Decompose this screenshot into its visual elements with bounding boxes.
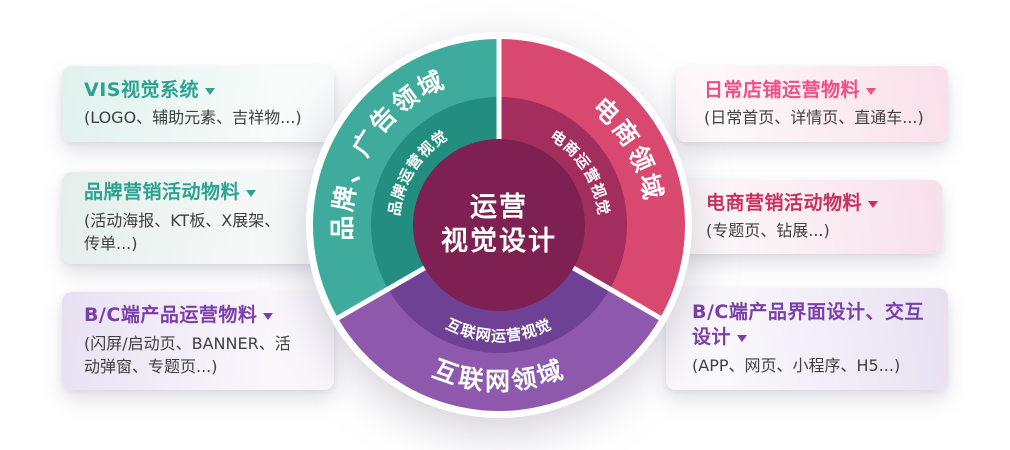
card-title: VIS视觉系统 — [84, 78, 199, 101]
card-subtitle: (闪屏/启动页、BANNER、活动弹窗、专题页...) — [84, 334, 291, 376]
center-circle — [413, 139, 585, 311]
center-title-line2: 视觉设计 — [441, 226, 557, 257]
card-title-row: 电商营销活动物料 — [706, 191, 928, 216]
card-bc-product-ui-design: B/C端产品界面设计、交互设计 (APP、网页、小程序、H5...) — [666, 288, 948, 390]
donut-diagram: 品牌、广告领域 电商领域 互联网领域 品牌运营视觉 电商运营视觉 互联网运营视觉… — [306, 32, 692, 418]
card-title: 电商营销活动物料 — [706, 191, 863, 214]
center-title-line1: 运营 — [470, 192, 528, 223]
card-title-row: B/C端产品运营物料 — [84, 303, 320, 328]
card-brand-campaign-materials: 品牌营销活动物料 (活动海报、KT板、X展架、传单...) — [62, 172, 348, 264]
dropdown-triangle-icon — [868, 200, 879, 208]
dropdown-triangle-icon — [866, 87, 877, 95]
card-subtitle: (专题页、钻展...) — [706, 221, 830, 241]
card-ecommerce-campaign-materials: 电商营销活动物料 (专题页、钻展...) — [652, 180, 942, 254]
card-subtitle: (日常首页、详情页、直通车...) — [704, 108, 924, 128]
card-title-row: VIS视觉系统 — [84, 78, 320, 103]
dropdown-triangle-icon — [737, 335, 748, 343]
card-title: B/C端产品界面设计、交互设计 — [692, 301, 924, 349]
card-title-row: B/C端产品界面设计、交互设计 — [692, 300, 934, 349]
card-bc-product-operation-materials: B/C端产品运营物料 (闪屏/启动页、BANNER、活动弹窗、专题页...) — [62, 292, 334, 390]
card-subtitle: (APP、网页、小程序、H5...) — [692, 355, 901, 375]
dropdown-triangle-icon — [204, 87, 215, 95]
card-subtitle: (活动海报、KT板、X展架、传单...) — [84, 211, 281, 253]
dropdown-triangle-icon — [246, 190, 257, 198]
dropdown-triangle-icon — [263, 313, 274, 321]
card-daily-store-materials: 日常店铺运营物料 (日常首页、详情页、直通车...) — [676, 66, 948, 142]
card-title-row: 品牌营销活动物料 — [84, 180, 334, 205]
card-vis-visual-system: VIS视觉系统 (LOGO、辅助元素、吉祥物...) — [62, 66, 334, 142]
card-title: 品牌营销活动物料 — [84, 181, 241, 204]
card-title-row: 日常店铺运营物料 — [704, 78, 934, 103]
card-title: B/C端产品运营物料 — [84, 304, 258, 327]
card-title: 日常店铺运营物料 — [704, 78, 861, 101]
card-subtitle: (LOGO、辅助元素、吉祥物...) — [84, 108, 302, 128]
